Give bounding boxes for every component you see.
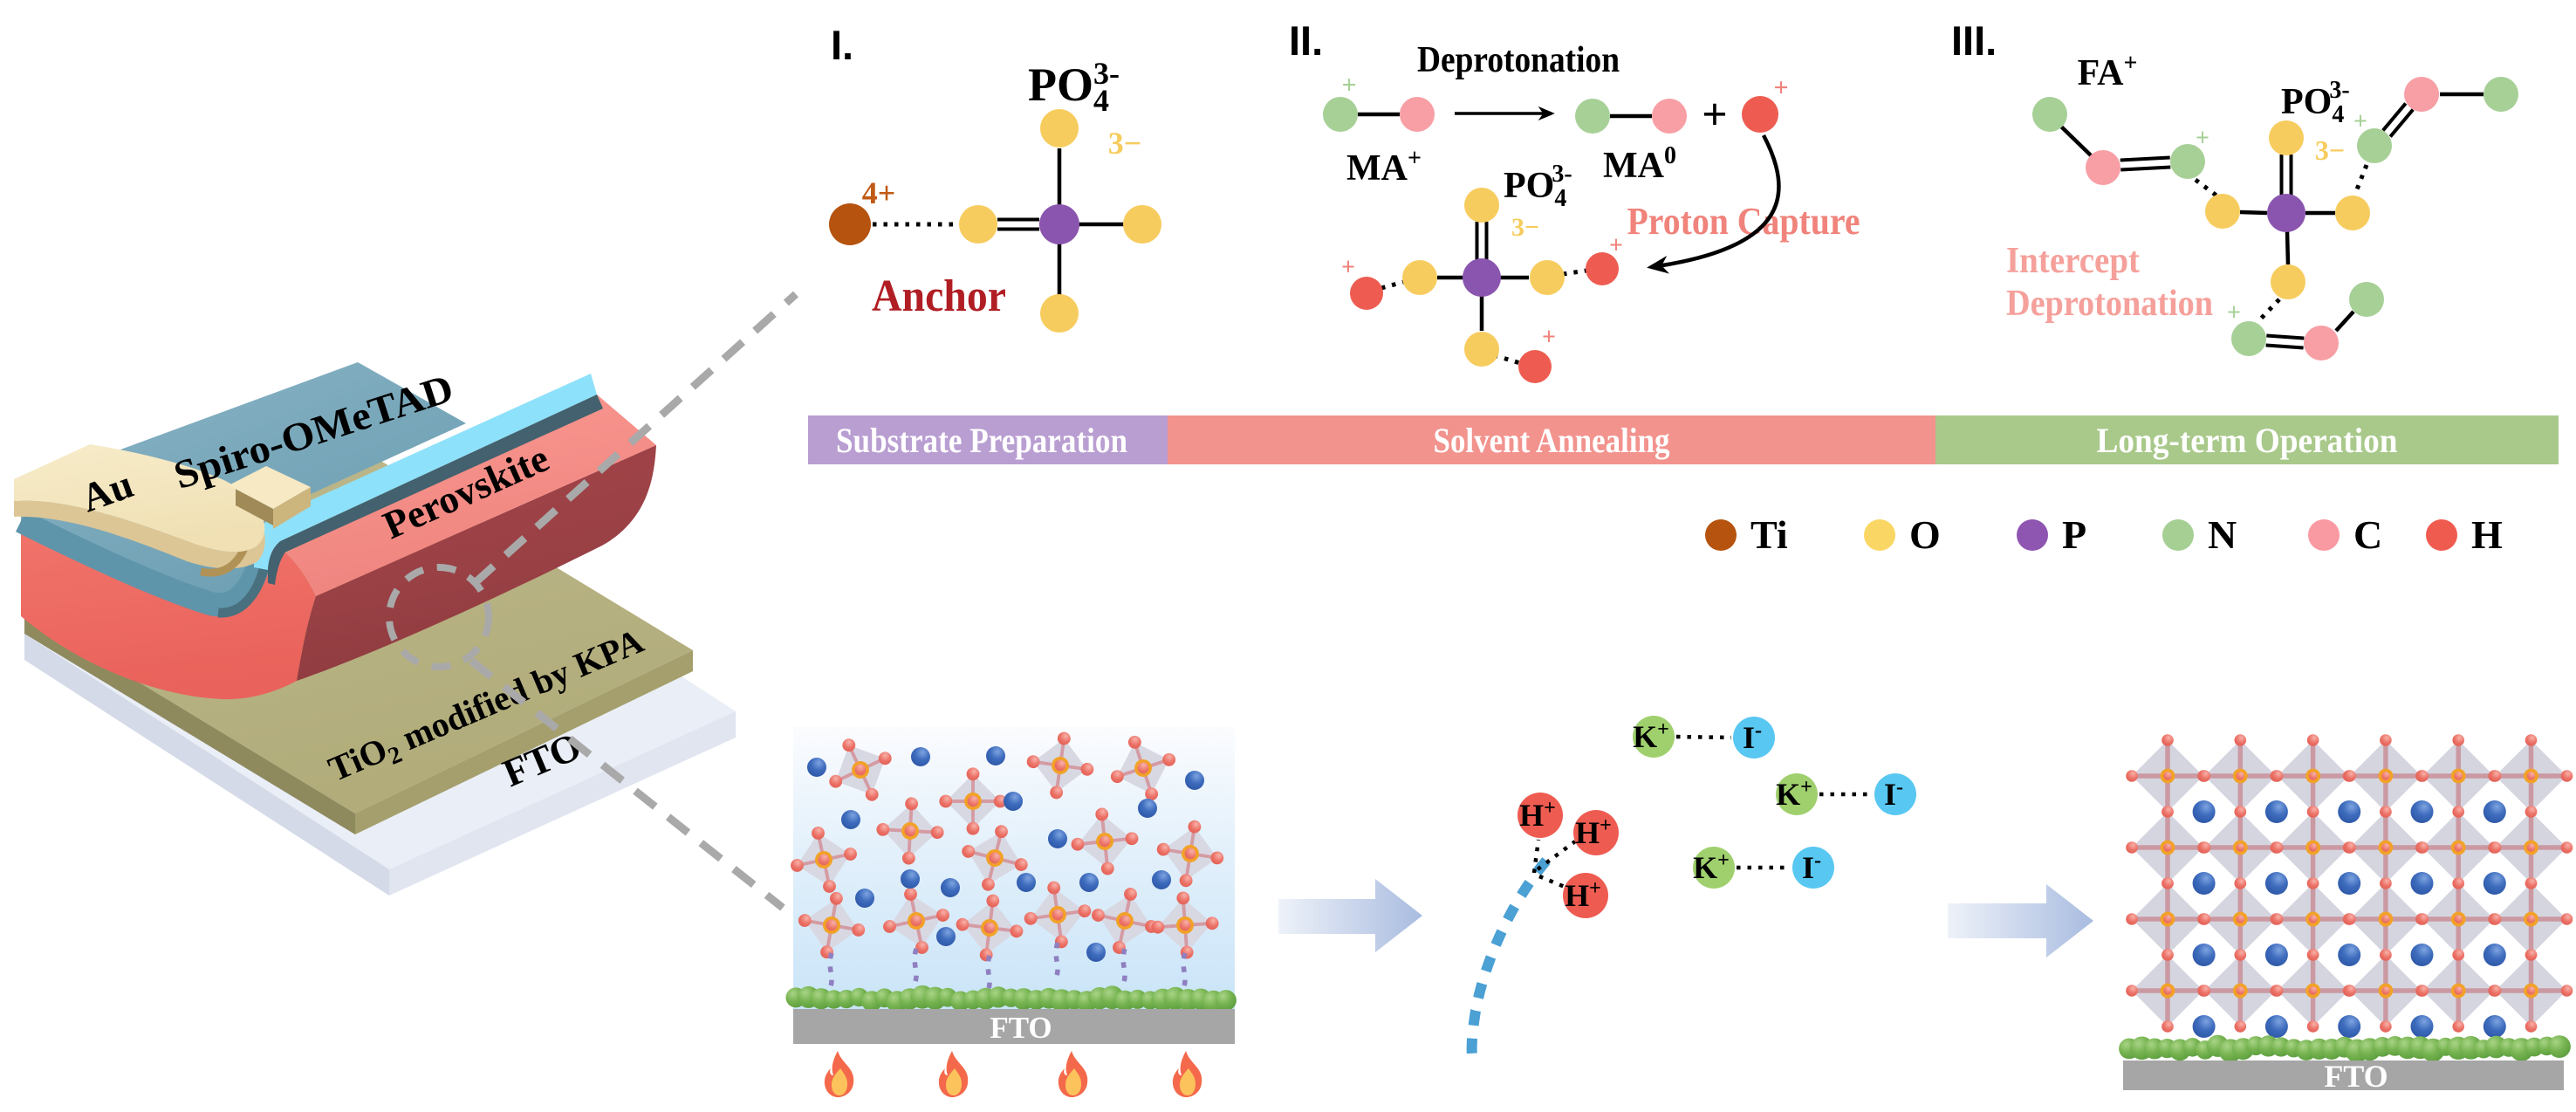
svg-text:III.: III. bbox=[1951, 17, 1997, 64]
svg-text:H+: H+ bbox=[1565, 877, 1601, 913]
svg-text:+: + bbox=[1773, 73, 1788, 102]
svg-text:Deprotonation: Deprotonation bbox=[2006, 284, 2213, 324]
svg-text:P: P bbox=[2062, 512, 2086, 557]
svg-text:Deprotonation: Deprotonation bbox=[1417, 40, 1620, 80]
svg-text:Anchor: Anchor bbox=[872, 271, 1006, 321]
svg-text:3−: 3− bbox=[1511, 213, 1539, 242]
svg-text:PO43-: PO43- bbox=[1028, 56, 1120, 118]
svg-text:O: O bbox=[1909, 512, 1941, 557]
svg-text:3−: 3− bbox=[2315, 134, 2345, 166]
svg-text:N: N bbox=[2208, 512, 2237, 557]
svg-text:Proton Capture: Proton Capture bbox=[1627, 200, 1860, 243]
svg-text:Long-term Operation: Long-term Operation bbox=[2097, 421, 2398, 460]
svg-text:+: + bbox=[2227, 299, 2241, 326]
svg-text:+: + bbox=[1341, 254, 1355, 281]
svg-text:II.: II. bbox=[1289, 17, 1323, 64]
svg-text:Substrate Preparation: Substrate Preparation bbox=[836, 421, 1127, 460]
svg-text:C: C bbox=[2353, 512, 2382, 557]
svg-text:PO43-: PO43- bbox=[2281, 77, 2350, 128]
svg-text:+: + bbox=[2196, 125, 2209, 152]
svg-text:PO43-: PO43- bbox=[1504, 161, 1572, 212]
svg-text:H: H bbox=[2471, 512, 2503, 557]
svg-text:I.: I. bbox=[831, 22, 853, 68]
svg-text:MA0: MA0 bbox=[1603, 142, 1676, 186]
svg-text:Solvent Annealing: Solvent Annealing bbox=[1434, 421, 1670, 460]
svg-text:+: + bbox=[1702, 90, 1728, 140]
svg-text:+: + bbox=[2353, 108, 2367, 135]
svg-text:4+: 4+ bbox=[862, 175, 896, 210]
svg-text:FTO: FTO bbox=[2324, 1059, 2388, 1094]
svg-text:FTO: FTO bbox=[990, 1011, 1052, 1045]
svg-text:+: + bbox=[1609, 232, 1623, 259]
svg-text:K+: K+ bbox=[1633, 718, 1669, 754]
svg-text:3−: 3− bbox=[1108, 126, 1142, 161]
svg-text:Intercept: Intercept bbox=[2006, 241, 2140, 281]
svg-text:+: + bbox=[1542, 324, 1556, 351]
svg-text:Ti: Ti bbox=[1750, 512, 1788, 557]
svg-text:+: + bbox=[1341, 71, 1356, 100]
